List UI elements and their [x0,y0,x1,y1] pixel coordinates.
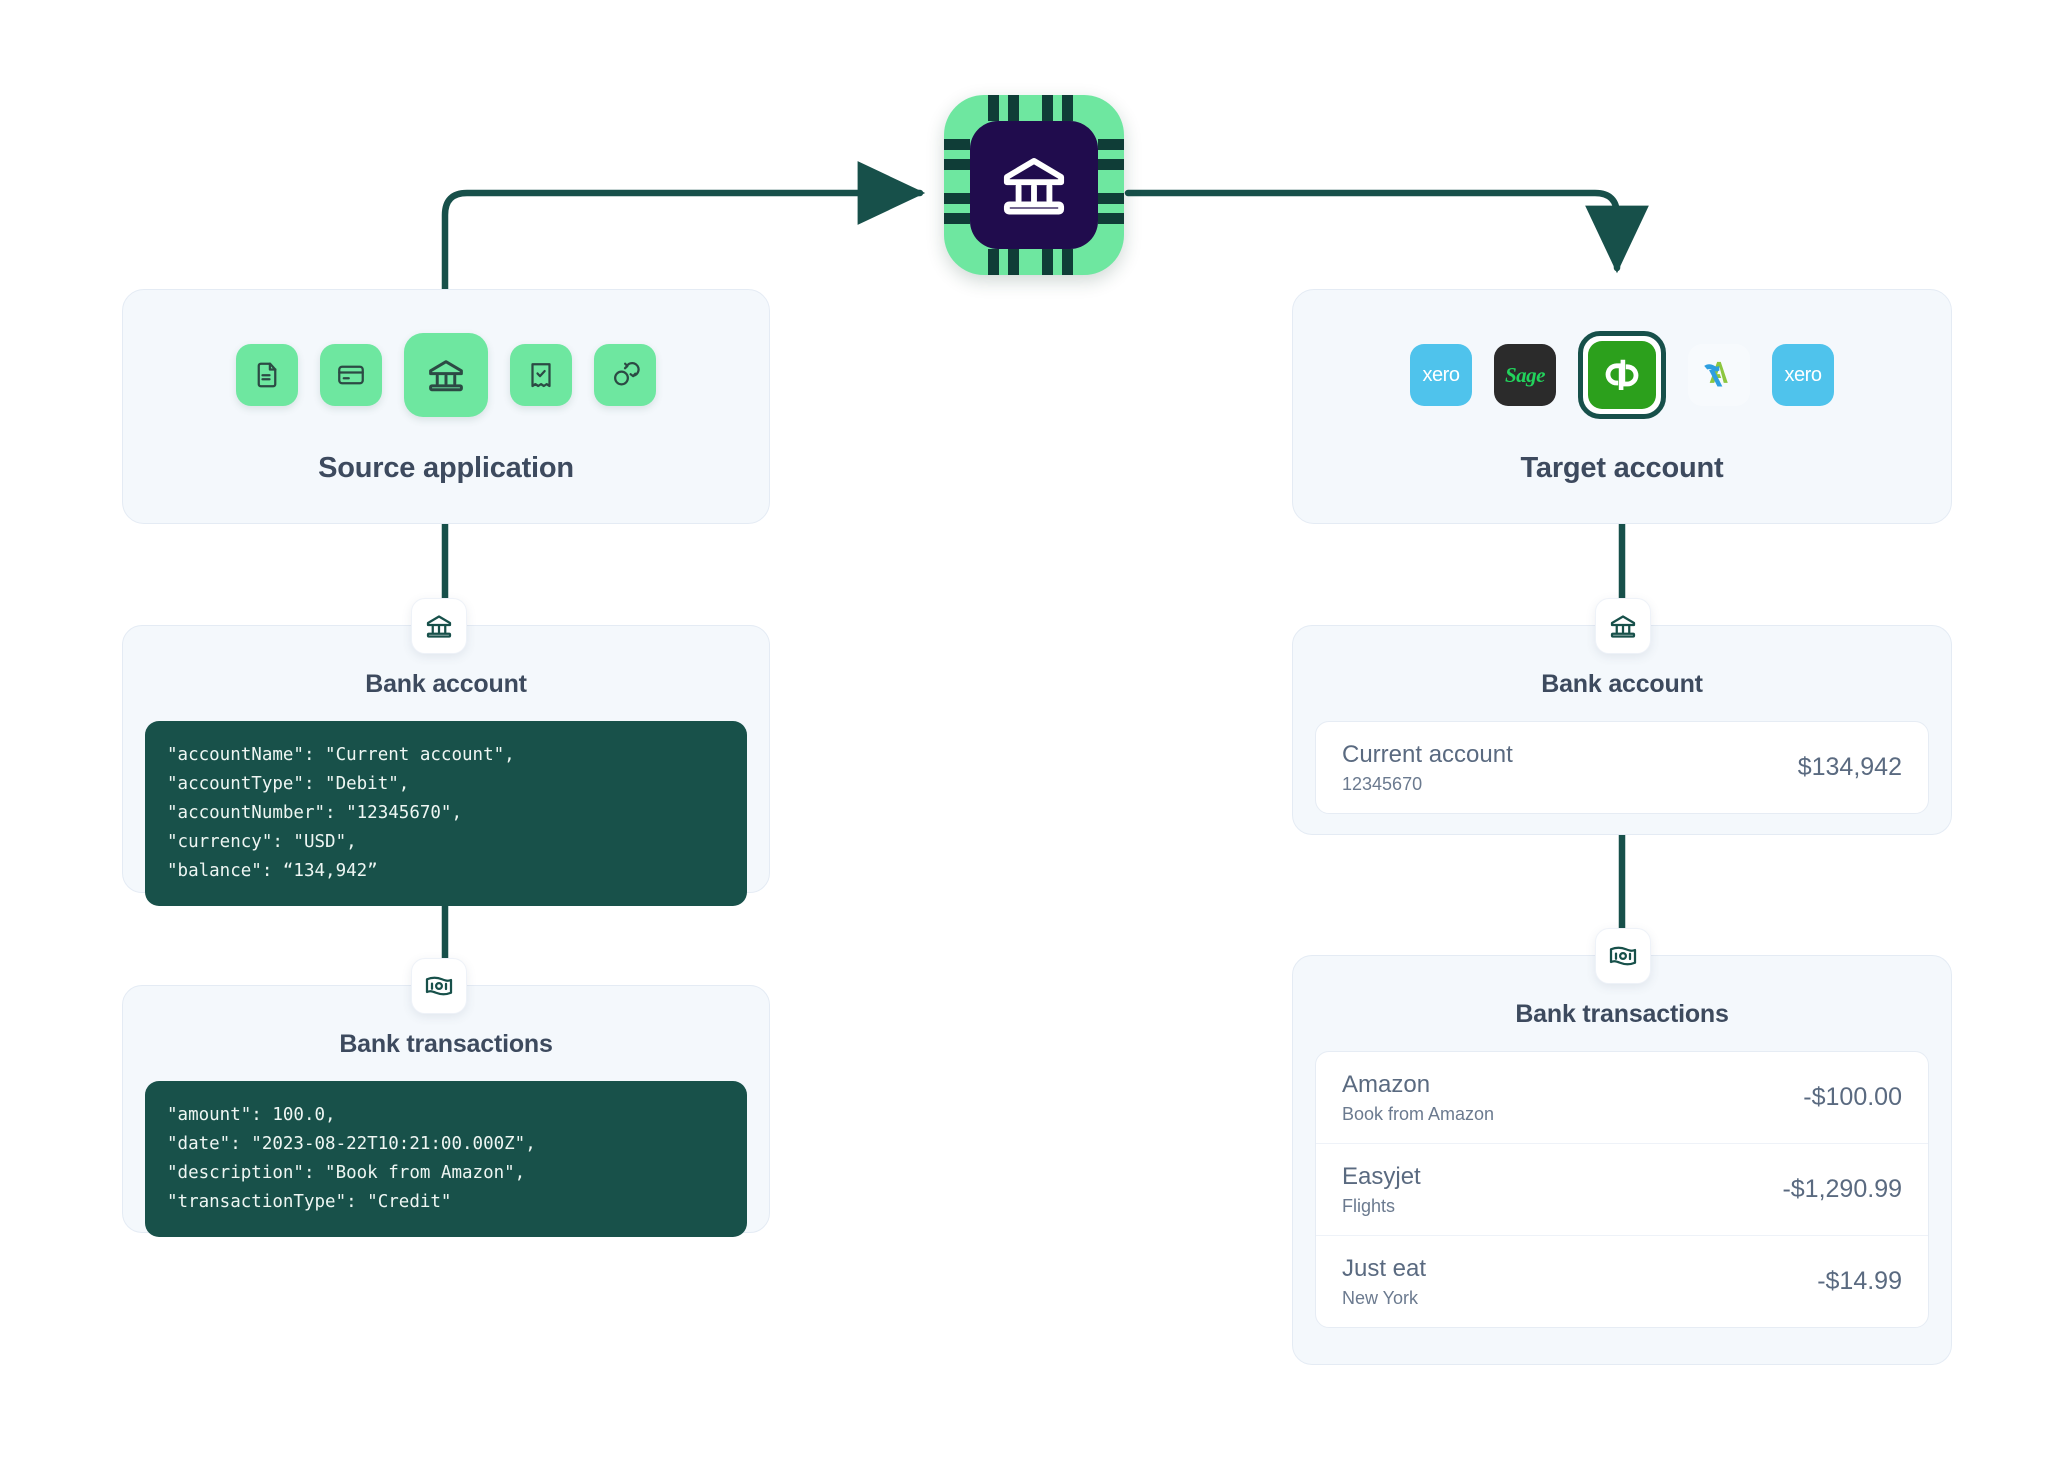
table-row[interactable]: Amazon Book from Amazon -$100.00 [1316,1052,1928,1143]
xero-wordmark: xero [1422,363,1460,386]
bank-icon [429,360,463,392]
quickbooks-logo-icon [1605,359,1639,390]
source-icon-bank[interactable] [404,333,488,417]
source-bank-transactions-card: Bank transactions "amount": 100.0, "date… [122,958,770,1237]
target-logo-xero-1[interactable]: xero [1410,344,1472,406]
table-row[interactable]: Just eat New York -$14.99 [1316,1235,1928,1327]
chip-core [970,121,1098,249]
source-icon-sync[interactable] [594,344,656,406]
quickbooks-tile [1588,341,1656,409]
source-bank-account-badge [411,598,467,654]
target-logo-sage[interactable]: Sage [1494,344,1556,406]
source-icon-credit-card[interactable] [320,344,382,406]
target-bank-transactions-badge [1595,928,1651,984]
transaction-amount: -$1,290.99 [1782,1175,1902,1203]
target-account-box: Current account 12345670 $134,942 [1315,721,1929,814]
sync-refresh-icon [613,361,640,386]
account-name: Current account [1342,741,1513,768]
credit-card-icon [338,365,364,385]
source-bank-transactions-code: "amount": 100.0, "date": "2023-08-22T10:… [145,1081,747,1237]
source-bank-account-title: Bank account [365,670,527,698]
bank-icon [426,615,452,638]
document-icon [257,362,277,388]
sage-wordmark: Sage [1505,362,1546,387]
transaction-amount: -$14.99 [1817,1267,1902,1295]
target-bank-account-title: Bank account [1541,670,1703,698]
target-bank-account-badge [1595,598,1651,654]
transaction-name: Just eat [1342,1255,1427,1282]
target-transactions-box: Amazon Book from Amazon -$100.00 Easyjet… [1315,1051,1929,1328]
transaction-name: Amazon [1342,1071,1431,1098]
target-logo-row: xero Sage [1293,331,1951,419]
banknote-icon [425,976,453,996]
target-bank-transactions-title: Bank transactions [1515,1000,1729,1028]
transaction-amount: -$100.00 [1803,1083,1902,1111]
account-balance: $134,942 [1797,753,1902,781]
table-row[interactable]: Easyjet Flights -$1,290.99 [1316,1143,1928,1235]
target-bank-transactions-card: Bank transactions Amazon Book from Amazo… [1292,928,1952,1365]
transaction-description: New York [1342,1288,1419,1308]
transaction-description: Book from Amazon [1342,1104,1495,1124]
receipt-check-icon [531,363,551,388]
source-icon-receipt-check[interactable] [510,344,572,406]
banknote-icon [1609,946,1637,966]
bank-chip-icon [1003,158,1065,215]
chip-pins [944,95,1124,275]
bank-icon [1610,615,1636,638]
source-bank-transactions-badge [411,958,467,1014]
target-panel-title: Target account [1520,452,1724,484]
target-logo-quickbooks-selected[interactable] [1578,331,1666,419]
target-bank-account-card: Bank account Current account 12345670 $1… [1292,598,1952,835]
integration-chip [944,95,1124,275]
source-icon-row [123,332,769,418]
xero-wordmark: xero [1784,363,1822,386]
target-logo-freeagent[interactable] [1688,344,1750,406]
transaction-description: Flights [1342,1196,1396,1216]
source-bank-account-code: "accountName": "Current account", "accou… [145,721,747,906]
source-application-panel: Source application [122,289,770,524]
source-bank-transactions-title: Bank transactions [339,1030,553,1058]
transaction-name: Easyjet [1342,1163,1421,1190]
source-icon-document[interactable] [236,344,298,406]
target-account-panel: xero Sage [1292,289,1952,524]
target-logo-xero-2[interactable]: xero [1772,344,1834,406]
source-bank-account-card: Bank account "accountName": "Current acc… [122,598,770,906]
freeagent-logo-icon [1704,361,1728,387]
source-panel-title: Source application [318,452,574,484]
account-number: 12345670 [1342,774,1423,794]
target-account-row[interactable]: Current account 12345670 $134,942 [1316,722,1928,813]
